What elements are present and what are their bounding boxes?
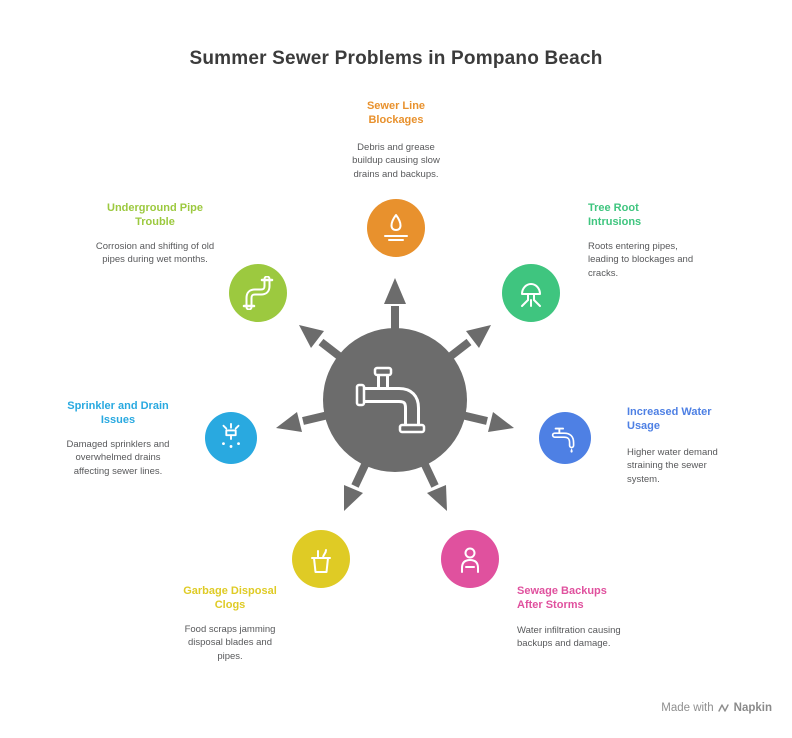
garbage-disposal-badge: [292, 530, 350, 588]
napkin-watermark-link[interactable]: Made with Napkin: [661, 702, 772, 714]
trash-bin-icon: [311, 549, 331, 573]
node-description: Higher water demand straining the sewer …: [627, 447, 718, 485]
node-description: Debris and grease buildup causing slow d…: [352, 142, 440, 180]
tree-root-intrusions-badge: [502, 264, 560, 322]
watermark-brand: Napkin: [733, 702, 772, 714]
hub-and-arrows-diagram: [276, 278, 514, 511]
person-icon: [461, 547, 479, 573]
napkin-logo-icon: [717, 704, 729, 712]
node-title: Garbage Disposal Clogs: [183, 585, 277, 612]
node-description: Food scraps jamming disposal blades and …: [184, 624, 276, 662]
node-title: Sewage Backups After Storms: [517, 585, 607, 612]
sewage-backups-badge: [441, 530, 499, 588]
node-title: Increased Water Usage: [627, 406, 712, 433]
radial-arrows: [276, 278, 514, 511]
node-description: Damaged sprinklers and overwhelmed drain…: [66, 439, 170, 477]
node-title: Sprinkler and Drain Issues: [67, 400, 169, 427]
node-title: Tree Root Intrusions: [588, 202, 642, 229]
node-title: Sewer Line Blockages: [366, 100, 426, 127]
increased-water-usage-badge: [539, 412, 591, 464]
page-title: Summer Sewer Problems in Pompano Beach: [189, 48, 603, 69]
sewer-line-blockages-badge: [367, 199, 425, 257]
clogged-drain-icon: [384, 214, 408, 241]
sprinkler-drain-badge: [205, 412, 257, 464]
node-description: Roots entering pipes, leading to blockag…: [588, 241, 694, 279]
faucet-drop-icon: [551, 427, 575, 453]
pipe-icon: [355, 366, 426, 434]
watermark-text: Made with: [661, 702, 714, 714]
sprinkler-icon: [222, 422, 240, 448]
underground-pipe-badge: [229, 264, 287, 322]
node-title: Underground Pipe Trouble: [107, 202, 203, 229]
node-description: Corrosion and shifting of old pipes duri…: [95, 241, 215, 266]
tree-roots-icon: [521, 283, 541, 307]
curved-pipe-icon: [242, 276, 274, 310]
node-description: Water infiltration causing backups and d…: [517, 625, 621, 650]
